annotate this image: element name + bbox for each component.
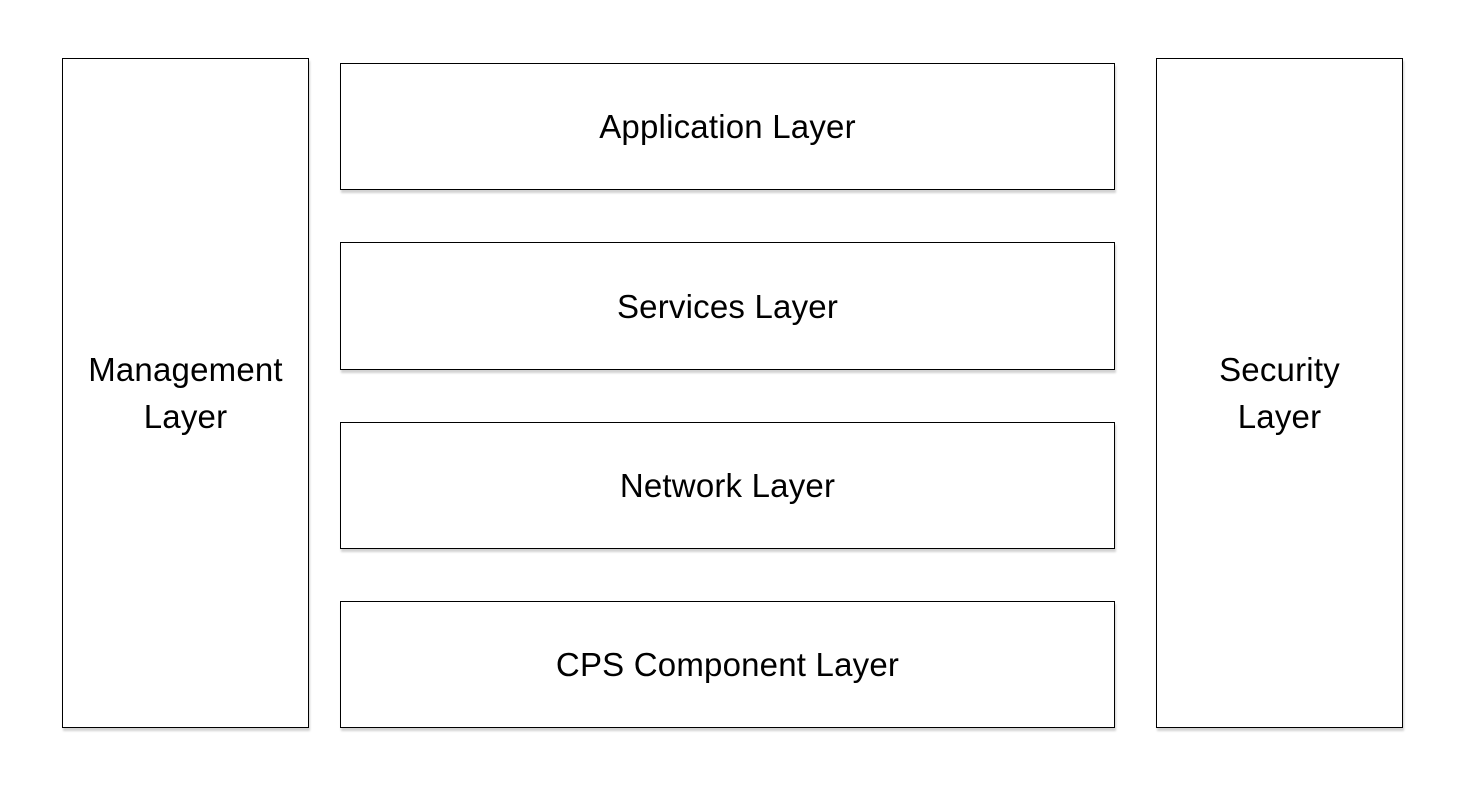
application-layer-label: Application Layer xyxy=(599,108,856,145)
management-layer-label-line1: Management xyxy=(88,351,283,388)
cps-component-layer-box: CPS Component Layer xyxy=(340,601,1115,728)
management-layer-box: Management Layer xyxy=(62,58,309,728)
security-layer-label: Security Layer xyxy=(1219,346,1340,440)
services-layer-label: Services Layer xyxy=(616,287,839,325)
management-layer-label-line2: Layer xyxy=(143,398,228,435)
application-layer-box: Application Layer xyxy=(340,63,1115,190)
security-layer-label-line2: Layer xyxy=(1237,398,1322,435)
services-layer-box: Services Layer xyxy=(340,242,1115,370)
management-layer-label: Management Layer xyxy=(88,346,283,440)
cps-component-layer-label: CPS Component Layer xyxy=(555,646,900,683)
security-layer-box: Security Layer xyxy=(1156,58,1403,728)
network-layer-box: Network Layer xyxy=(340,422,1115,549)
security-layer-label-line1: Security xyxy=(1219,351,1340,388)
network-layer-label: Network Layer xyxy=(619,467,836,504)
